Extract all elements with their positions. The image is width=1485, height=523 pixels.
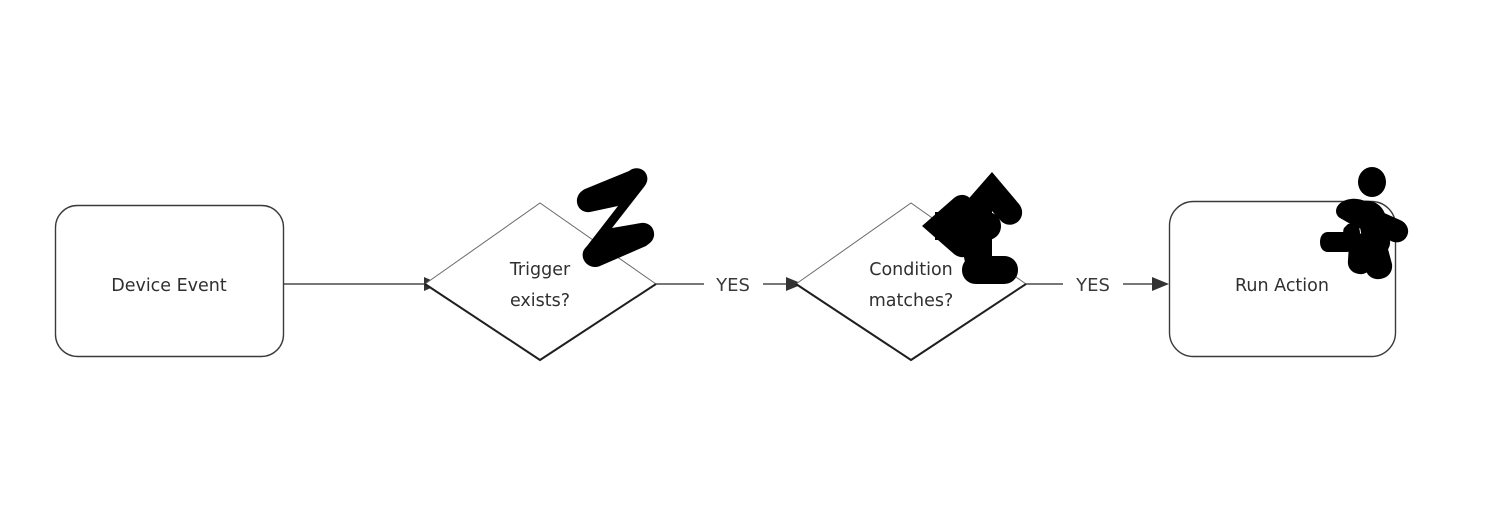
branch-arrow-up-head (961, 172, 1023, 225)
branch-fork-arrow-icon (922, 172, 1023, 284)
edge-trigger-to-condition[interactable]: YES (656, 275, 803, 296)
runner-head (1358, 167, 1386, 197)
node-label-run-action: Run Action (1235, 276, 1329, 296)
branch-arrow-left-head (922, 194, 975, 258)
node-label-trigger-line1: Trigger (509, 260, 571, 280)
node-shape-diamond-bottom-edges (424, 283, 657, 362)
edge-label-yes-2: YES (1075, 275, 1110, 296)
branch-elbow-tail (962, 256, 1018, 284)
lightning-bolt-icon (576, 168, 655, 268)
node-shape-rounded-rectangle (54, 204, 285, 358)
runner-shoulder (1336, 198, 1377, 229)
edge-condition-to-action[interactable]: YES (1026, 275, 1169, 296)
edge-device-to-trigger[interactable] (284, 277, 440, 291)
arrow-head-icon (786, 277, 803, 291)
node-label-trigger-line2: exists? (510, 291, 570, 311)
node-trigger-exists[interactable]: Trigger exists? (424, 202, 657, 362)
edge-label-yes-1: YES (715, 275, 750, 296)
node-shape-diamond-bottom-edges (795, 283, 1027, 362)
lightning-bolt-glyph (576, 168, 655, 268)
running-person-icon (1320, 167, 1409, 280)
node-label-condition-line2: matches? (869, 291, 954, 311)
node-label-condition-line1: Condition (869, 260, 953, 280)
node-shape-diamond-fill (796, 203, 1026, 360)
arrow-head-icon (1152, 277, 1169, 291)
runner-arm-forward (1367, 211, 1409, 243)
node-label-device-event: Device Event (111, 276, 227, 296)
runner-hip (1359, 230, 1385, 252)
node-device-event[interactable]: Device Event (54, 204, 285, 358)
